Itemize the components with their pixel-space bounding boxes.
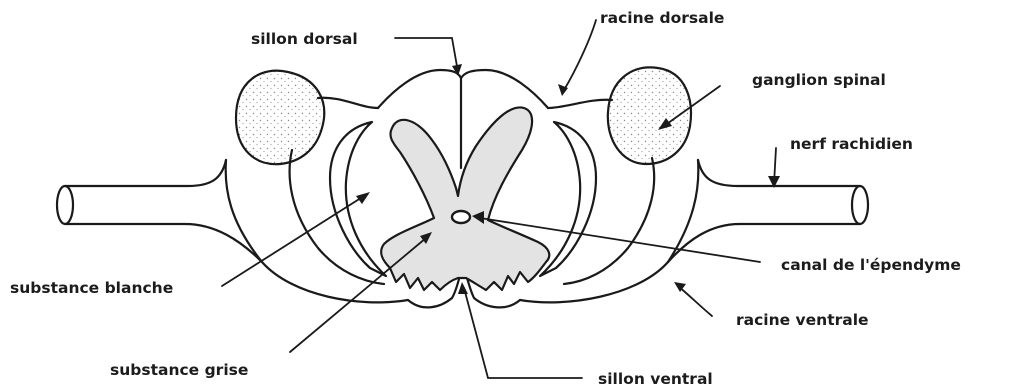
pointer-racine-ventrale — [674, 282, 712, 316]
left-spinal-ganglion — [236, 71, 324, 165]
label-racine-ventrale: racine ventrale — [736, 311, 869, 329]
central-canal — [452, 211, 470, 223]
label-substance-grise: substance grise — [110, 361, 248, 379]
left-spinal-nerve — [57, 160, 262, 262]
pointer-nerf-rachidien — [768, 148, 780, 188]
label-substance-blanche: substance blanche — [10, 279, 173, 297]
pointer-racine-dorsale — [558, 20, 596, 96]
label-sillon-dorsal: sillon dorsal — [251, 30, 358, 48]
label-nerf-rachidien: nerf rachidien — [790, 135, 913, 153]
label-sillon-ventral: sillon ventral — [598, 370, 713, 387]
label-canal-ependyme: canal de l'épendyme — [781, 256, 961, 274]
label-racine-dorsale: racine dorsale — [600, 9, 724, 27]
label-ganglion-spinal: ganglion spinal — [752, 71, 886, 89]
grey-matter — [381, 107, 549, 290]
pointer-sillon-ventral — [458, 282, 582, 378]
